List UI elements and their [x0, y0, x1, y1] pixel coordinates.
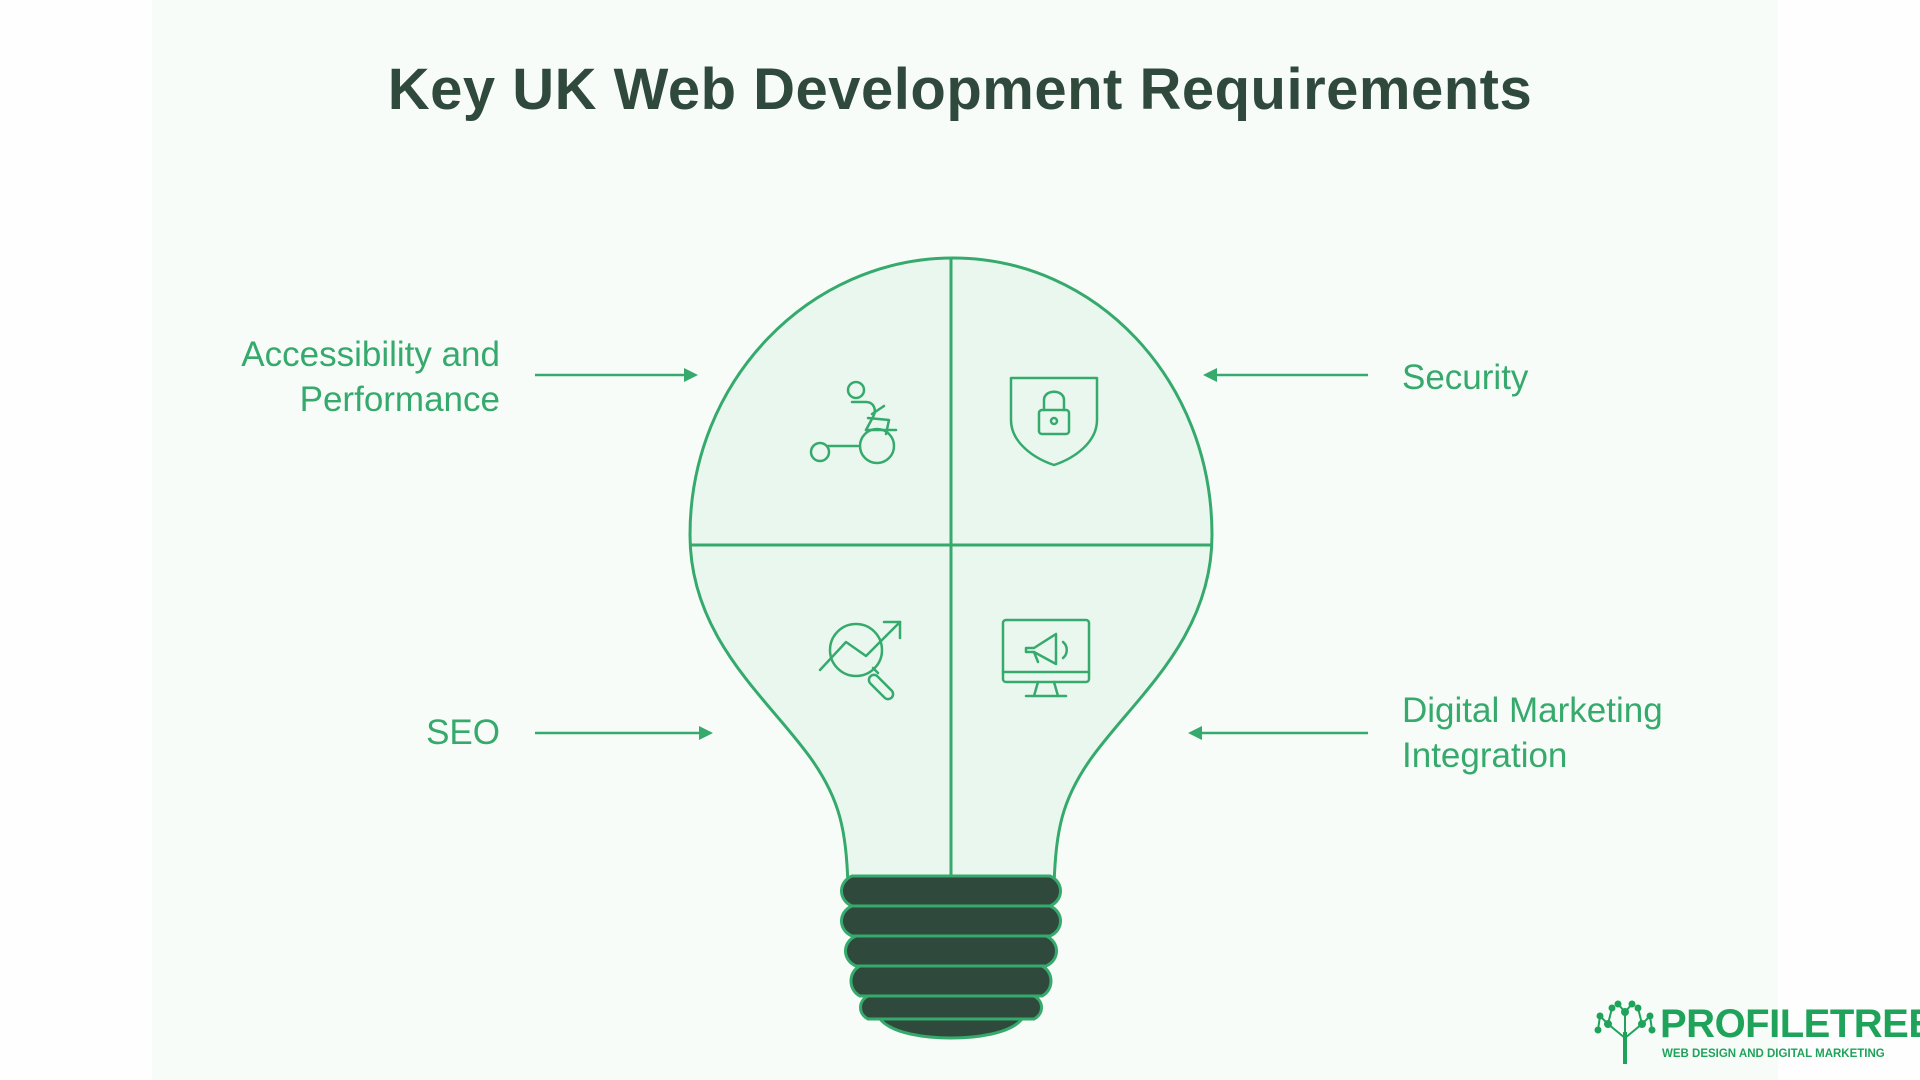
wheelchair-runner-icon — [809, 380, 898, 465]
label-seo-line-1: SEO — [426, 713, 500, 752]
tree-icon — [1594, 1000, 1656, 1064]
profiletree-logo: PROFILETREE WEB DESIGN AND DIGITAL MARKE… — [1594, 998, 1920, 1068]
bulb-base — [840, 874, 1062, 1040]
monitor-megaphone-icon — [1001, 618, 1091, 698]
arrow-security — [1203, 368, 1368, 382]
logo-tagline: WEB DESIGN AND DIGITAL MARKETING — [1662, 1048, 1885, 1060]
label-seo: SEO — [180, 710, 500, 755]
label-accessibility-performance: Accessibility and Performance — [180, 332, 500, 422]
label-digital-line-1: Digital Marketing — [1402, 691, 1663, 730]
label-accessibility-line-2: Performance — [299, 380, 500, 419]
arrow-digital-marketing — [1188, 726, 1368, 740]
search-growth-icon — [818, 620, 902, 701]
arrows — [535, 368, 1368, 740]
logo-name: PROFILETREE — [1660, 1002, 1920, 1046]
label-security: Security — [1402, 355, 1762, 400]
page-title: Key UK Web Development Requirements — [387, 57, 1533, 122]
arrow-seo — [535, 726, 713, 740]
arrow-accessibility — [535, 368, 698, 382]
label-digital-line-2: Integration — [1402, 736, 1568, 775]
shield-lock-icon — [1009, 376, 1099, 467]
label-accessibility-line-1: Accessibility and — [241, 335, 500, 374]
label-security-line-1: Security — [1402, 358, 1529, 397]
label-digital-marketing: Digital Marketing Integration — [1402, 688, 1762, 778]
